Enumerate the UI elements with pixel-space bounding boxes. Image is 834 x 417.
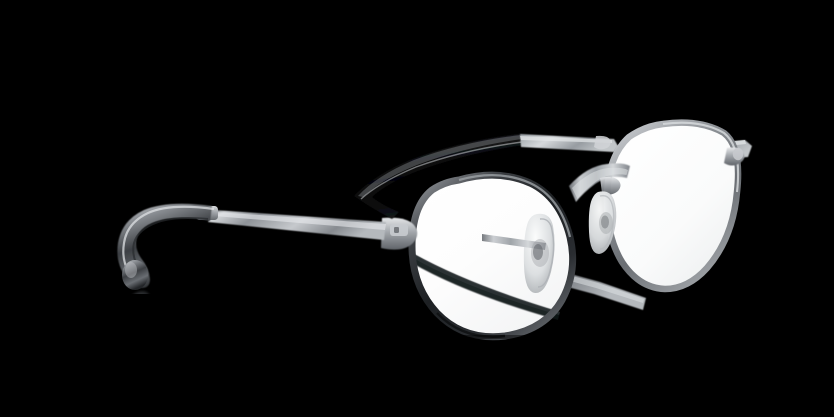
reflection-baseline bbox=[0, 335, 834, 339]
ear-hook-reflection bbox=[117, 291, 386, 376]
